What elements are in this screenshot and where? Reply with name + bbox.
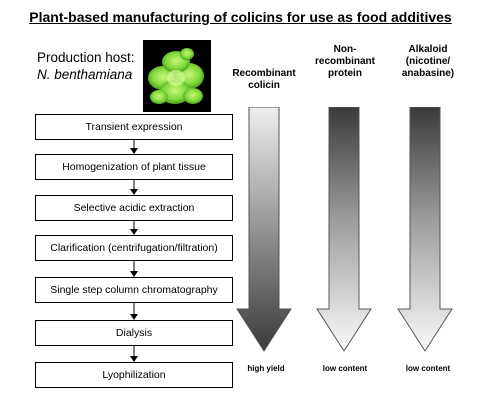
host-label-text: Production host: bbox=[37, 50, 135, 65]
step-chromatography: Single step column chromatography bbox=[35, 277, 233, 303]
column-header-alkaloid: Alkaloid (nicotine/ anabasine) bbox=[401, 44, 455, 79]
step-acidic-extraction: Selective acidic extraction bbox=[35, 195, 233, 221]
step-dialysis: Dialysis bbox=[35, 320, 233, 346]
step-clarification: Clarification (centrifugation/filtration… bbox=[35, 235, 233, 261]
step-lyophilization: Lyophilization bbox=[35, 362, 233, 388]
production-host-label: Production host: N. benthamiana bbox=[37, 49, 135, 83]
plant-photo-icon bbox=[143, 40, 211, 112]
gradient-arrow-alkaloid bbox=[397, 107, 453, 352]
host-species-name: N. benthamiana bbox=[37, 67, 133, 82]
flow-arrow-icon bbox=[130, 180, 138, 195]
flow-arrow-icon bbox=[130, 303, 138, 320]
flow-arrow-icon bbox=[130, 140, 138, 154]
step-homogenization: Homogenization of plant tissue bbox=[35, 154, 233, 180]
column-footer-non-recombinant-protein: low content bbox=[322, 364, 368, 373]
column-header-non-recombinant-protein: Non- recombinant protein bbox=[314, 44, 375, 79]
step-transient-expression: Transient expression bbox=[35, 114, 233, 140]
column-header-recombinant-colicin: Recombinant colicin bbox=[232, 68, 296, 91]
gradient-arrow-non-recombinant-protein bbox=[316, 107, 372, 352]
flow-arrow-icon bbox=[130, 346, 138, 362]
page-title: Plant-based manufacturing of colicins fo… bbox=[29, 9, 452, 25]
column-footer-recombinant-colicin: high yield bbox=[247, 364, 285, 373]
column-footer-alkaloid: low content bbox=[405, 364, 451, 373]
flow-arrow-icon bbox=[130, 261, 138, 277]
flow-arrow-icon bbox=[130, 221, 138, 235]
gradient-arrow-recombinant-colicin bbox=[236, 107, 292, 352]
